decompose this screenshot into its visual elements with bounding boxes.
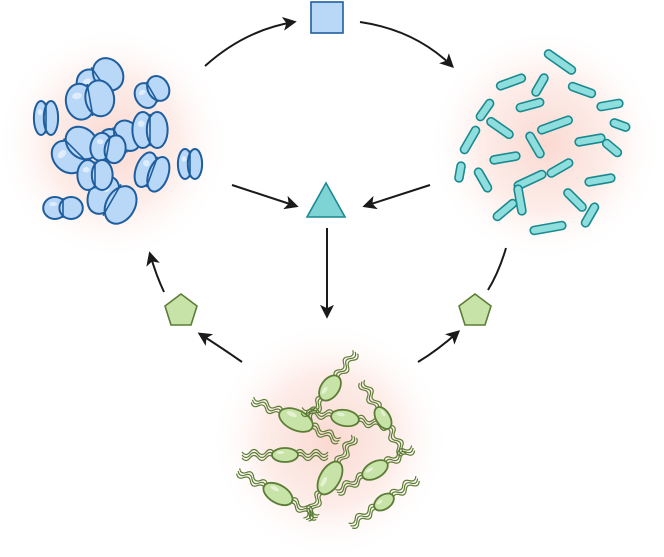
rod-cell [475, 98, 495, 122]
square-signal-icon [310, 1, 344, 34]
rod-cell [473, 167, 493, 193]
coccus-cell [64, 79, 116, 121]
rod-cell [567, 81, 597, 99]
arrows [146, 16, 507, 363]
rod-cell [515, 97, 545, 113]
coccus-cell [89, 131, 127, 165]
rod-cell [543, 49, 577, 75]
flagellated-halo [210, 320, 450, 557]
flagellated-cell [250, 396, 342, 445]
rod-cell [459, 125, 481, 155]
arrow-flagellated-to-pentagon-right [417, 330, 461, 363]
rod-cell [537, 115, 573, 135]
flagellated-cell [335, 445, 416, 496]
triangle-signal-icon [305, 181, 347, 218]
arrow-pentagon-right-to-rods [487, 247, 507, 291]
flagellated-cell [236, 468, 320, 521]
flagellated-cell [241, 447, 329, 463]
arrow-flagellated-to-pentagon-left [197, 332, 243, 363]
coccus-cell [176, 148, 204, 180]
rod-cell [596, 98, 624, 112]
rod-cell [531, 73, 549, 97]
rods-halo [427, 27, 663, 263]
rod-cell [609, 118, 631, 132]
coccus-cell [131, 111, 169, 149]
rod-cell [492, 198, 518, 222]
rod-bacteria-cluster [454, 49, 631, 236]
arrow-cocci-to-triangle [231, 184, 299, 210]
pentagon-signal-right-icon [458, 293, 492, 326]
coccus-cell [133, 74, 171, 110]
rod-cell [525, 131, 545, 159]
rod-cell [546, 158, 574, 178]
rod-cell [584, 173, 616, 187]
rod-cell [580, 202, 600, 228]
flagellated-cell [358, 379, 407, 457]
rod-cell [563, 188, 587, 212]
rod-cell [574, 133, 606, 147]
arrow-rods-to-triangle [362, 184, 431, 210]
arrow-cocci-to-square [204, 16, 297, 67]
flagellated-cell [348, 475, 420, 529]
rod-cell [489, 151, 521, 165]
cocci-bacteria-cluster [32, 57, 204, 225]
coccus-cell [42, 196, 84, 220]
rod-cell [495, 73, 527, 91]
arrow-square-to-rods [359, 21, 455, 68]
flagellated-bacteria-cluster [236, 350, 420, 529]
rod-cell [486, 116, 514, 140]
rod-cell [601, 138, 623, 158]
arrow-pentagon-left-to-cocci [146, 251, 165, 293]
pentagon-signal-left-icon [164, 293, 198, 326]
rod-cell [529, 220, 567, 236]
coccus-cell [76, 159, 114, 191]
coccus-cell [133, 151, 171, 193]
flagellated-cell [303, 434, 358, 522]
coccus-cell [32, 100, 60, 136]
rod-cell [454, 161, 466, 183]
